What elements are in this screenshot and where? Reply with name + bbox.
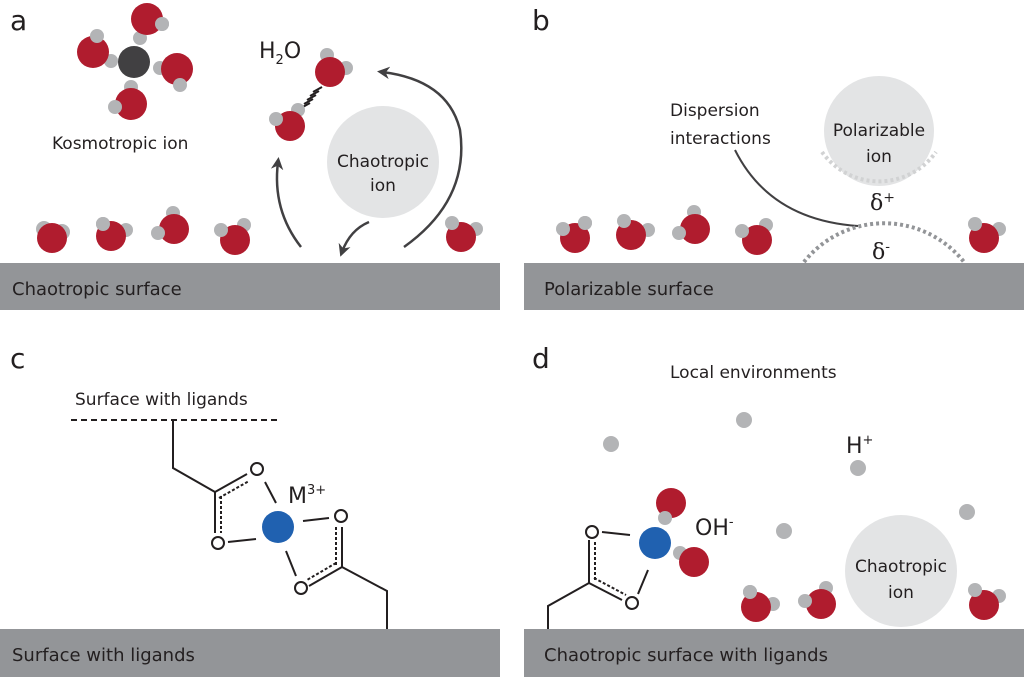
top-surface-label: Surface with ligands bbox=[75, 390, 248, 410]
chaotropic-ion-label: Chaotropic bbox=[855, 557, 947, 577]
water-molecule bbox=[269, 103, 305, 141]
dispersion-pointer-line bbox=[734, 149, 859, 227]
chaotropic-ion-label: ion bbox=[888, 583, 914, 603]
chaotropic-ion-label: Chaotropic bbox=[337, 152, 429, 172]
proton bbox=[776, 523, 792, 539]
proton bbox=[959, 504, 975, 520]
hydroxide-label: OH- bbox=[695, 515, 734, 541]
arrow-up-icon bbox=[270, 157, 302, 248]
ligand-surface bbox=[0, 629, 500, 677]
hydroxide bbox=[673, 546, 709, 577]
chaotropic-ion bbox=[845, 515, 957, 627]
panel-letter-b: b bbox=[532, 4, 550, 37]
water-label: H2O bbox=[259, 39, 301, 68]
arrow-loop-icon bbox=[377, 66, 463, 249]
hydrogen-bond bbox=[300, 86, 323, 109]
water-molecule bbox=[153, 53, 193, 92]
delta-minus-label: δ- bbox=[872, 239, 890, 265]
dispersion-label: interactions bbox=[670, 129, 771, 149]
water-molecule bbox=[798, 581, 836, 619]
panel-letter-d: d bbox=[532, 342, 550, 375]
water-molecule bbox=[151, 206, 189, 244]
metal-ion bbox=[639, 527, 671, 559]
chaotropic-ion-label: ion bbox=[370, 176, 396, 196]
panel-c: c Surface with ligands M3+ bbox=[0, 342, 500, 677]
water-molecule bbox=[968, 217, 1006, 253]
water-molecule bbox=[445, 216, 483, 252]
panel-letter-a: a bbox=[10, 4, 27, 37]
panel-b: b Dispersion interactions Polarizable io… bbox=[524, 4, 1024, 310]
proton bbox=[603, 436, 619, 452]
surface-label: Surface with ligands bbox=[12, 645, 195, 666]
induced-dipole-arc bbox=[802, 221, 966, 264]
surface-label: Chaotropic surface bbox=[12, 279, 182, 300]
arrow-down-icon bbox=[338, 220, 370, 257]
water-molecule bbox=[968, 583, 1006, 620]
panel-a: a bbox=[0, 3, 500, 310]
local-environments-title: Local environments bbox=[670, 363, 837, 383]
chaotropic-ligand-surface bbox=[524, 629, 1024, 677]
surface-label: Chaotropic surface with ligands bbox=[544, 645, 828, 666]
induced-dipole-arc bbox=[820, 150, 938, 184]
hydroxide bbox=[656, 488, 686, 525]
water-molecule bbox=[556, 216, 592, 253]
kosmotropic-ion-label: Kosmotropic ion bbox=[52, 134, 188, 154]
water-molecule bbox=[131, 3, 169, 45]
water-molecule bbox=[735, 218, 773, 255]
lower-carboxylate-ligand bbox=[285, 509, 388, 629]
carboxylate-ligand bbox=[547, 525, 649, 629]
proton bbox=[850, 460, 866, 476]
surface-label: Polarizable surface bbox=[544, 279, 714, 300]
water-molecule bbox=[315, 48, 353, 87]
delta-plus-label: δ+ bbox=[870, 190, 895, 216]
water-molecule bbox=[36, 221, 70, 253]
proton bbox=[736, 412, 752, 428]
proton-label: H+ bbox=[846, 433, 873, 459]
water-molecule bbox=[77, 29, 118, 68]
kosmotropic-ion bbox=[118, 46, 150, 78]
kosmotropic-ion-cluster bbox=[77, 3, 193, 120]
metal-ion-label: M3+ bbox=[288, 483, 326, 509]
water-molecule bbox=[96, 217, 133, 251]
water-molecule bbox=[108, 80, 147, 120]
water-molecule bbox=[616, 214, 655, 250]
proton-dots bbox=[603, 412, 975, 539]
panel-d: d Local environments H+ bbox=[524, 342, 1024, 677]
metal-ion bbox=[262, 511, 294, 543]
panel-letter-c: c bbox=[10, 342, 25, 375]
water-molecule bbox=[214, 218, 251, 255]
polarizable-ion-label: Polarizable bbox=[833, 121, 925, 141]
chaotropic-surface bbox=[0, 263, 500, 310]
polarizable-surface bbox=[524, 263, 1024, 310]
chaotropic-ion bbox=[327, 106, 439, 218]
water-molecule bbox=[672, 205, 710, 244]
water-molecule bbox=[741, 585, 780, 622]
dispersion-label: Dispersion bbox=[670, 101, 760, 121]
upper-carboxylate-ligand bbox=[172, 420, 277, 550]
polarizable-ion bbox=[824, 76, 934, 186]
polarizable-ion-label: ion bbox=[866, 147, 892, 167]
